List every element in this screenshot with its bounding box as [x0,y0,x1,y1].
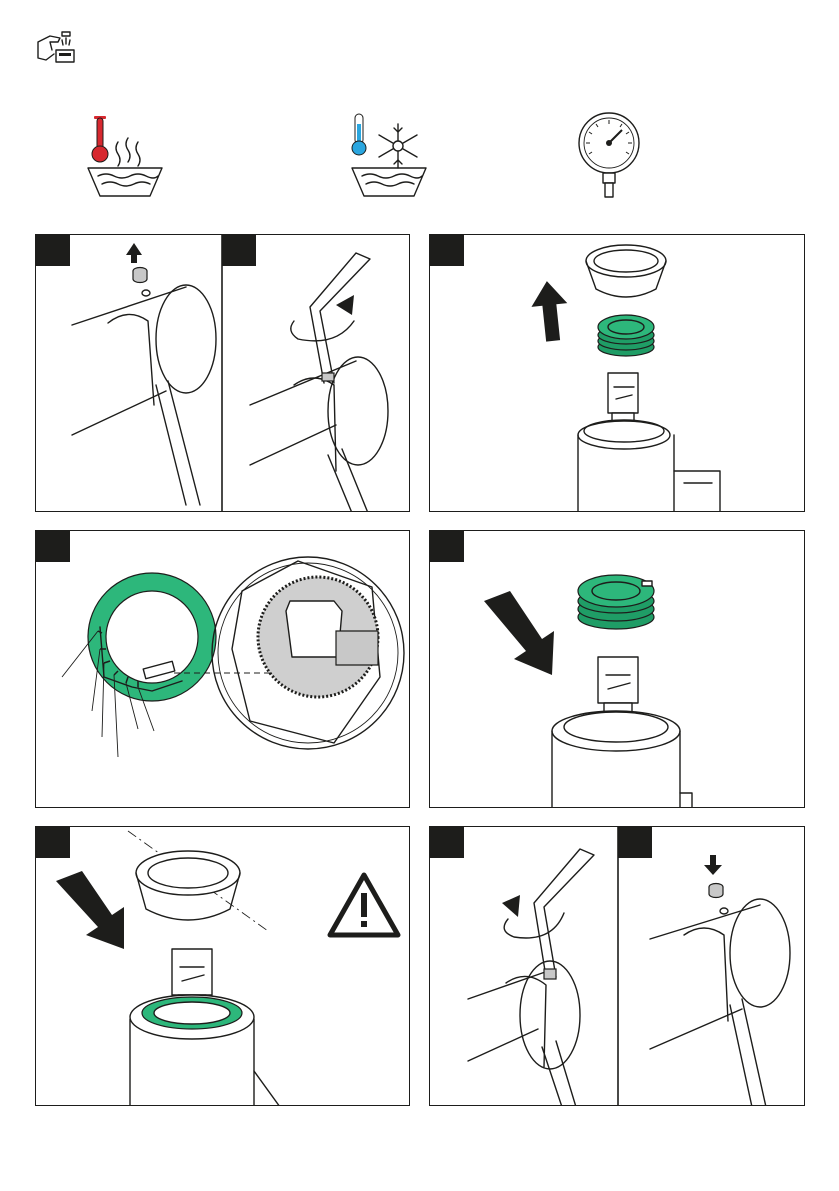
faucet-body-illustration [468,961,580,1106]
hot-water-thermometer-icon [84,112,168,204]
hex-key-illustration [310,253,370,383]
faucet-body-illustration [72,285,216,505]
pressure-gauge-icon [576,110,642,200]
stop-ring-stack-illustration [578,575,654,629]
arrow-down-icon [704,855,722,875]
arrow-down-icon [484,591,554,675]
step-panel-1-2 [35,234,410,512]
cartridge-spindle-illustration [578,373,720,512]
rotation-arrow-icon [502,895,520,917]
rotation-arrow-icon [336,295,354,315]
arrow-up-icon [126,243,142,263]
spline-detail-illustration [212,557,404,749]
cartridge-spindle-illustration [552,657,692,808]
handle-ring-illustration [586,245,666,297]
warning-triangle-icon [330,875,398,935]
arrow-up-icon [529,279,571,342]
step-panel-6 [35,826,410,1106]
stop-ring-detail-illustration [62,573,216,757]
cold-water-snowflake-icon [346,110,434,204]
handle-ring-illustration [136,851,240,920]
cap-illustration [133,268,147,283]
step-panel-4 [35,530,410,808]
screw-illustration [544,969,556,979]
arrow-down-icon [56,871,124,949]
faucet-body-illustration [250,357,388,512]
step-panel-5 [429,530,805,808]
screw-illustration [322,373,334,381]
faucet-body-illustration [650,899,790,1106]
cap-illustration [709,884,723,898]
cartridge-spindle-illustration [130,949,280,1106]
step-panel-7-8 [429,826,805,1106]
hand-washing-icon [36,28,80,68]
stop-ring-stack-illustration [598,315,654,356]
step-panel-3 [429,234,805,512]
rotate-clockwise-icon [504,913,564,938]
